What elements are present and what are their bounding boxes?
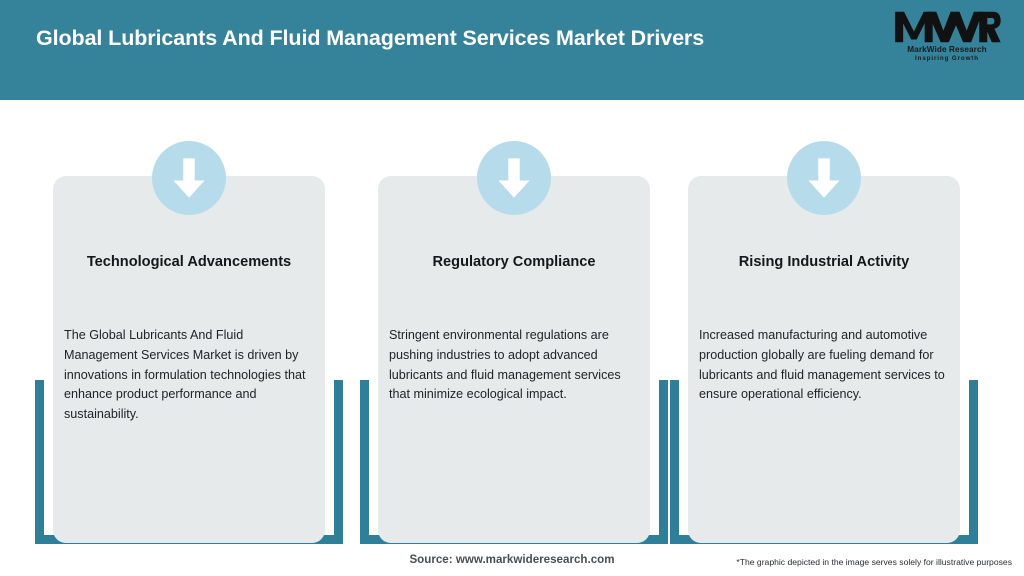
card-title: Rising Industrial Activity: [738, 254, 910, 270]
card-panel: Technological Advancements The Global Lu…: [53, 176, 325, 543]
bracket-left-bar: [670, 380, 679, 544]
card-title: Technological Advancements: [86, 254, 292, 270]
page-header: Global Lubricants And Fluid Management S…: [0, 0, 1024, 100]
bracket-right-bar: [334, 380, 343, 544]
down-arrow-icon: [152, 141, 226, 215]
card-panel: Rising Industrial Activity Increased man…: [688, 176, 960, 543]
disclaimer-note: *The graphic depicted in the image serve…: [736, 557, 1012, 567]
card-body-text: The Global Lubricants And Fluid Manageme…: [64, 328, 306, 422]
driver-card-3[interactable]: Rising Industrial Activity Increased man…: [670, 100, 978, 544]
brand-logo: MarkWide Research Inspiring Growth: [892, 10, 1002, 72]
card-body-text: Stringent environmental regulations are …: [389, 328, 621, 402]
card-panel: Regulatory Compliance Stringent environm…: [378, 176, 650, 543]
bracket-left-bar: [35, 380, 44, 544]
page-title: Global Lubricants And Fluid Management S…: [36, 26, 705, 50]
source-attribution: Source: www.markwideresearch.com: [409, 553, 615, 566]
bracket-right-bar: [659, 380, 668, 544]
driver-card-1[interactable]: Technological Advancements The Global Lu…: [35, 100, 343, 544]
mwr-logo-icon: [892, 10, 1002, 44]
logo-company-name: MarkWide Research: [907, 45, 987, 54]
down-arrow-icon: [787, 141, 861, 215]
logo-tagline: Inspiring Growth: [915, 55, 979, 62]
bracket-right-bar: [969, 380, 978, 544]
drivers-card-group: Technological Advancements The Global Lu…: [0, 100, 1024, 544]
bracket-left-bar: [360, 380, 369, 544]
down-arrow-icon: [477, 141, 551, 215]
driver-card-2[interactable]: Regulatory Compliance Stringent environm…: [360, 100, 668, 544]
card-title: Regulatory Compliance: [432, 254, 596, 270]
card-body-text: Increased manufacturing and automotive p…: [699, 328, 945, 402]
